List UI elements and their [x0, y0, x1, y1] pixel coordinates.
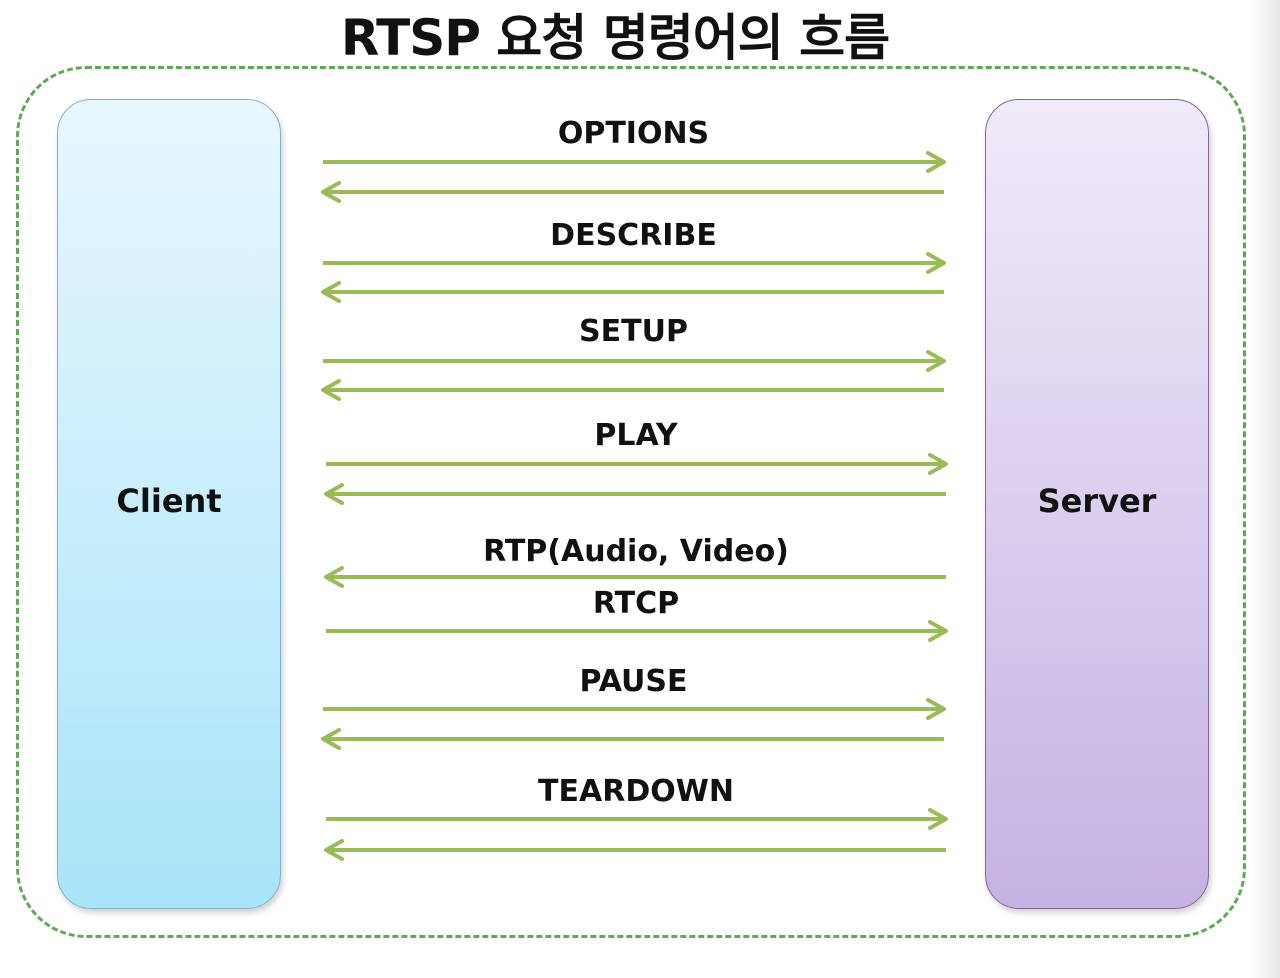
- response-arrow: [321, 181, 944, 203]
- client-label: Client: [116, 482, 222, 520]
- request-arrow: [326, 620, 948, 642]
- response-arrow: [321, 281, 944, 303]
- message-label: SETUP: [579, 314, 688, 349]
- request-arrow: [326, 808, 948, 830]
- request-arrow: [323, 350, 946, 372]
- message-label: TEARDOWN: [538, 774, 734, 809]
- response-arrow: [324, 566, 946, 588]
- request-arrow: [326, 453, 948, 475]
- message-label: RTCP: [592, 586, 680, 621]
- server-label: Server: [1037, 482, 1157, 520]
- server-box: Server: [985, 99, 1209, 909]
- response-arrow: [321, 728, 944, 750]
- page-edge-shade: [1250, 0, 1280, 978]
- request-arrow: [323, 252, 946, 274]
- response-arrow: [324, 483, 946, 505]
- message-label: OPTIONS: [557, 116, 710, 151]
- client-box: Client: [57, 99, 281, 909]
- request-arrow: [323, 698, 946, 720]
- message-label: DESCRIBE: [550, 218, 717, 253]
- response-arrow: [324, 839, 946, 861]
- diagram-frame: [16, 66, 1246, 938]
- request-arrow: [323, 151, 946, 173]
- message-label: PLAY: [594, 418, 678, 453]
- message-label: RTP(Audio, Video): [483, 534, 789, 569]
- message-label: PAUSE: [579, 664, 688, 699]
- diagram-title: RTSP 요청 명령어의 흐름: [340, 9, 890, 67]
- response-arrow: [321, 379, 944, 401]
